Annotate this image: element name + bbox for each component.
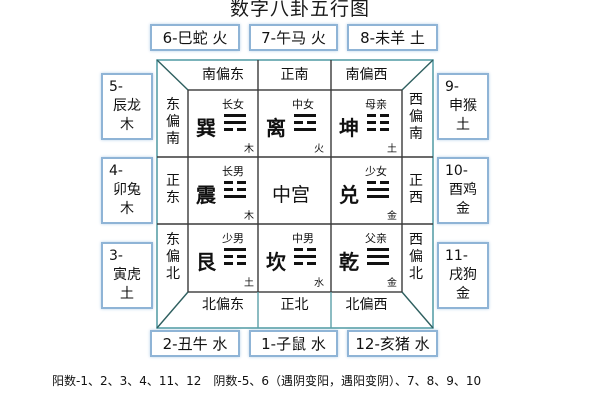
center-palace: 中宫 [272,184,311,206]
zodiac-element: 木 [120,201,134,217]
direction-label-right-bottom: 西偏北 [409,232,423,282]
trigram-name: 艮 [196,250,216,274]
direction-label-left-top: 东偏南 [166,97,180,147]
direction-label-bottom-left: 北偏东 [202,297,244,313]
zodiac-animal: 戌狗 [449,267,477,283]
five-element: 土 [387,144,397,155]
five-element: 土 [244,278,254,289]
family-role: 母亲 [365,98,387,111]
five-element: 金 [387,211,397,222]
five-element: 火 [314,144,324,155]
trigram-name: 坤 [339,116,359,140]
trigram-name: 巽 [196,116,216,140]
trigram-cell-top-left: 长女巽木 [188,90,259,157]
zodiac-box-rooster: 10- 酉鸡 金 [437,157,489,224]
trigram-symbol-icon [367,114,389,135]
zodiac-animal: 寅虎 [113,267,141,283]
trigram-name: 乾 [339,250,359,274]
trigram-symbol-icon [367,181,389,202]
zodiac-element: 金 [456,286,470,302]
zodiac-animal: 辰龙 [113,98,141,114]
direction-label-bottom-right: 北偏西 [345,297,388,313]
family-role: 少女 [365,165,387,178]
zodiac-element: 金 [456,201,470,217]
trigram-symbol-icon [294,248,316,269]
trigram-name: 离 [266,116,286,140]
trigram-cell-bottom-center: 中男坎水 [258,224,329,291]
zodiac-number: 9- [445,79,459,95]
family-role: 少男 [222,232,244,245]
zodiac-box-goat: 8-未羊 土 [347,24,438,51]
five-element: 水 [314,278,324,289]
trigram-name: 震 [196,183,216,207]
trigram-symbol-icon [224,114,246,135]
trigram-cell-top-center: 中女离火 [258,90,329,157]
trigram-symbol-icon [224,181,246,202]
zodiac-element: 土 [120,286,134,302]
zodiac-animal: 申猴 [449,98,477,114]
trigram-cell-bottom-left: 少男艮土 [188,224,259,291]
trigram-name: 坎 [266,250,286,274]
direction-label-bottom-center: 正北 [280,297,309,313]
direction-label-left-middle: 正东 [166,173,180,206]
direction-label-right-middle: 正西 [409,173,423,206]
trigram-symbol-icon [294,114,316,135]
trigram-cell-middle-right: 少女兑金 [331,157,402,224]
direction-label-left-bottom: 东偏北 [166,232,180,282]
zodiac-box-ox: 2-丑牛 水 [150,330,240,357]
zodiac-number: 4- [109,163,123,179]
five-element: 金 [387,278,397,289]
zodiac-number: 10- [445,163,468,179]
five-element: 木 [244,144,254,155]
trigram-cell-top-right: 母亲坤土 [331,90,402,157]
zodiac-box-tiger: 3- 寅虎 土 [101,242,153,309]
trigram-symbol-icon [224,248,246,269]
zodiac-animal: 酉鸡 [449,182,477,198]
zodiac-box-horse: 7-午马 火 [249,24,338,51]
zodiac-box-monkey: 9- 申猴 土 [437,73,489,140]
zodiac-box-rabbit: 4- 卯兔 木 [101,157,153,224]
zodiac-box-snake: 6-巳蛇 火 [150,24,240,51]
five-element: 木 [244,211,254,222]
zodiac-number: 5- [109,79,123,95]
zodiac-element: 木 [120,117,134,133]
diagram-title: 数字八卦五行图 [229,0,370,20]
trigram-name: 兑 [339,183,359,207]
zodiac-element: 土 [456,117,470,133]
family-role: 长女 [222,98,244,111]
trigram-cell-middle-left: 长男震木 [188,157,259,224]
trigram-cell-bottom-right: 父亲乾金 [331,224,402,291]
direction-label-right-top: 西偏南 [409,92,423,142]
zodiac-box-dog: 11- 戌狗 金 [437,242,489,309]
zodiac-number: 3- [109,248,123,264]
zodiac-number: 11- [445,248,468,264]
footer-note: 阳数-1、2、3、4、11、12 阴数-5、6（遇阴变阳，遇阳变阴）、7、8、9… [52,374,482,388]
family-role: 中女 [292,98,314,111]
direction-label-top-center: 正南 [280,67,309,83]
family-role: 父亲 [365,232,387,245]
trigram-symbol-icon [367,248,389,269]
zodiac-box-dragon: 5- 辰龙 木 [101,73,153,140]
zodiac-box-pig: 12-亥猪 水 [347,330,438,357]
direction-label-top-left: 南偏东 [202,67,244,83]
zodiac-animal: 卯兔 [113,182,141,198]
family-role: 长男 [222,165,244,178]
zodiac-box-rat: 1-子鼠 水 [249,330,338,357]
family-role: 中男 [292,232,314,245]
direction-label-top-right: 南偏西 [345,67,388,83]
